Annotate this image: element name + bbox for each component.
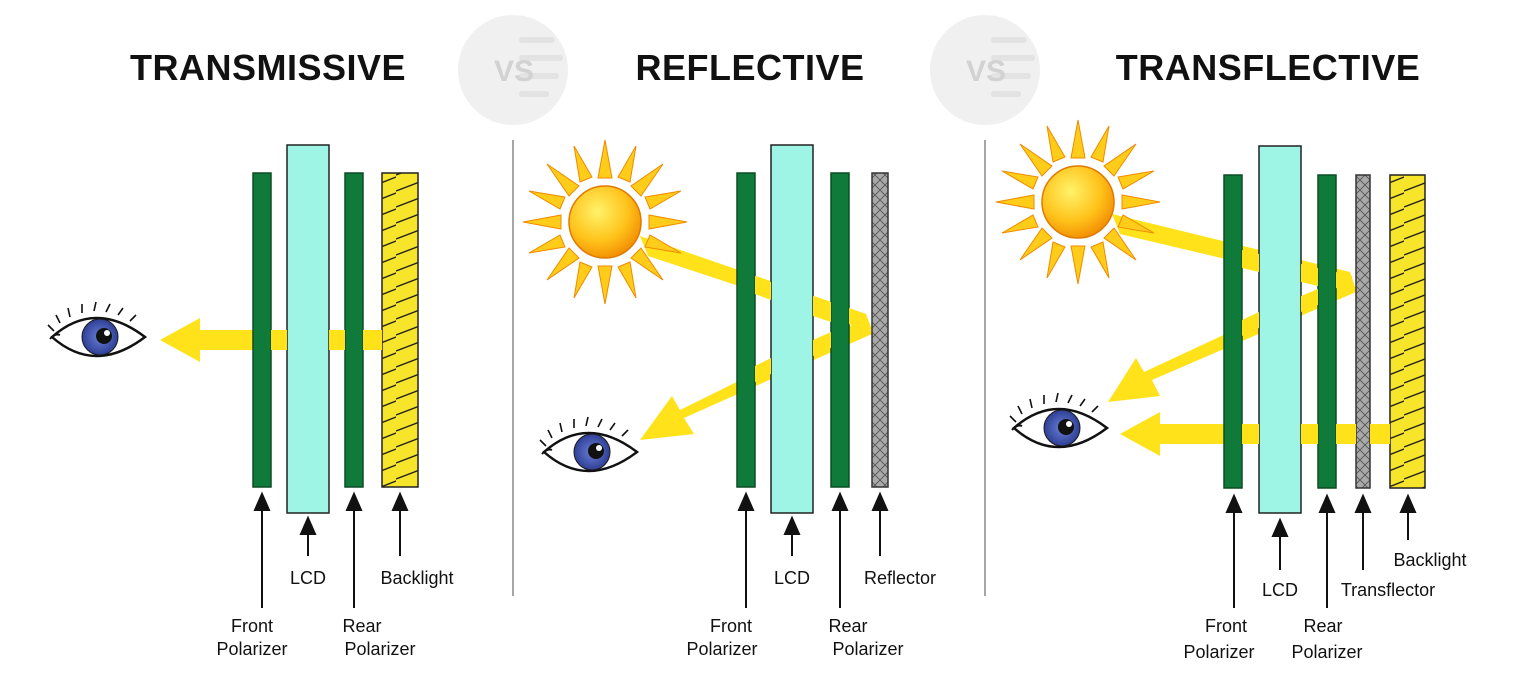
label-lcd: LCD <box>1262 580 1298 600</box>
panel-transflective: Front Polarizer LCD Rear Polarizer Trans… <box>995 119 1467 662</box>
label-front-polarizer-line1: Front <box>231 616 273 636</box>
transflector-layer <box>1355 174 1371 489</box>
backlight-layer <box>1389 174 1426 489</box>
label-reflector: Reflector <box>864 568 936 588</box>
rear-polarizer <box>1317 174 1337 489</box>
front-polarizer <box>736 172 756 488</box>
label-rear-polarizer-line2: Polarizer <box>344 639 415 659</box>
backlight-layer <box>381 172 419 488</box>
vs-text-1: VS <box>494 55 534 88</box>
label-front-polarizer-line2: Polarizer <box>216 639 287 659</box>
title-transflective: TRANSFLECTIVE <box>1116 47 1421 88</box>
lcd-layer <box>770 144 814 514</box>
sun-icon <box>995 119 1161 285</box>
vs-badge-2: VS <box>930 15 1040 125</box>
label-front-polarizer-line2: Polarizer <box>1183 642 1254 662</box>
front-polarizer <box>252 172 272 488</box>
eye-icon <box>539 416 640 473</box>
vs-badge-1: VS <box>458 15 568 125</box>
reflector-layer <box>871 172 889 488</box>
rear-polarizer <box>344 172 364 488</box>
label-backlight: Backlight <box>380 568 453 588</box>
label-front-polarizer-line1: Front <box>710 616 752 636</box>
label-transflector: Transflector <box>1341 580 1435 600</box>
label-front-polarizer-line1: Front <box>1205 616 1247 636</box>
title-transmissive: TRANSMISSIVE <box>130 47 406 88</box>
label-backlight: Backlight <box>1393 550 1466 570</box>
lcd-layer <box>286 144 330 514</box>
title-reflective: REFLECTIVE <box>635 47 864 88</box>
label-lcd: LCD <box>774 568 810 588</box>
label-lcd: LCD <box>290 568 326 588</box>
label-rear-polarizer-line1: Rear <box>1303 616 1342 636</box>
label-rear-polarizer-line1: Rear <box>342 616 381 636</box>
panel-transmissive: Front Polarizer LCD Rear Polarizer Backl… <box>47 144 454 659</box>
eye-icon <box>47 301 148 358</box>
panel-reflective: Front Polarizer LCD Rear Polarizer Refle… <box>522 139 936 659</box>
sun-icon <box>522 139 688 305</box>
label-rear-polarizer-line1: Rear <box>828 616 867 636</box>
front-polarizer <box>1223 174 1243 489</box>
eye-icon <box>1009 392 1110 449</box>
lcd-layer <box>1258 145 1302 514</box>
label-front-polarizer-line2: Polarizer <box>686 639 757 659</box>
label-rear-polarizer-line2: Polarizer <box>1291 642 1362 662</box>
vs-text-2: VS <box>966 55 1006 88</box>
rear-polarizer <box>830 172 850 488</box>
label-rear-polarizer-line2: Polarizer <box>832 639 903 659</box>
